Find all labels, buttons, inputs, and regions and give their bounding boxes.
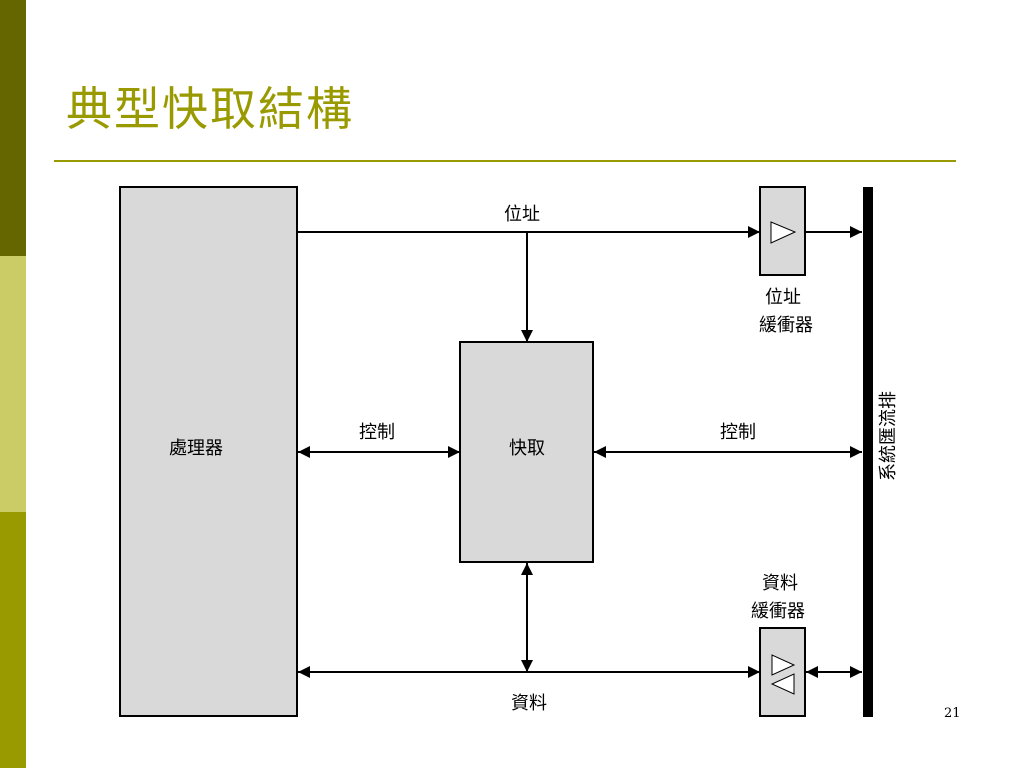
processor-box xyxy=(119,186,298,717)
data-label: 資料 xyxy=(511,693,547,714)
address-buffer-label-line1: 位址 xyxy=(765,287,801,308)
data-buffer-label-line2: 緩衝器 xyxy=(751,601,805,622)
control-left-label: 控制 xyxy=(359,422,395,443)
sidebar-stripe xyxy=(0,0,26,768)
processor-label: 處理器 xyxy=(169,438,223,459)
address-buffer-triangle-icon xyxy=(770,221,797,244)
cache-box xyxy=(459,341,594,563)
sidebar-segment-olive xyxy=(0,512,26,768)
address-label: 位址 xyxy=(504,204,540,225)
title-underline xyxy=(54,160,956,162)
address-buffer-label-line2: 緩衝器 xyxy=(759,315,813,336)
data-buffer-label-line1: 資料 xyxy=(762,573,798,594)
cache-label: 快取 xyxy=(509,438,545,459)
slide-title: 典型快取結構 xyxy=(66,82,354,136)
sidebar-segment-light xyxy=(0,256,26,512)
data-buffer-box xyxy=(759,627,806,717)
sidebar-segment-dark xyxy=(0,0,26,256)
data-buffer-left-triangle-icon xyxy=(770,673,795,695)
page-number: 21 xyxy=(944,706,961,721)
data-buffer-right-triangle-icon xyxy=(771,654,796,676)
control-right-label: 控制 xyxy=(720,422,756,443)
system-bus-label: 系統匯流排 xyxy=(878,391,899,481)
system-bus-bar xyxy=(863,187,873,717)
